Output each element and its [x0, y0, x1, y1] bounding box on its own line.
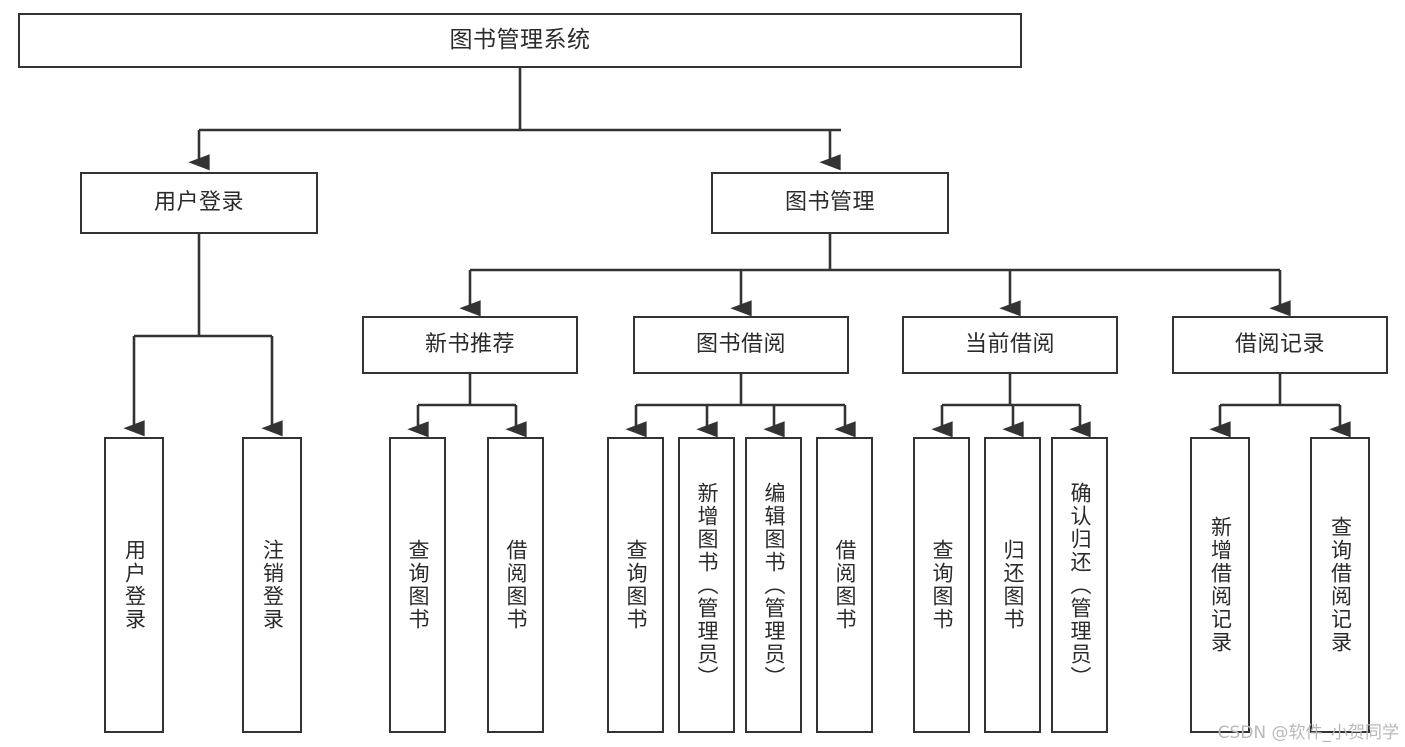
node-leaf-logout-login-label: 注销登录: [260, 539, 285, 631]
node-leaf-query-borrow-record-label: 查询借阅记录: [1328, 516, 1353, 654]
csdn-watermark: CSDN @软件_小贺同学: [1217, 723, 1399, 743]
node-leaf-return-book[interactable]: 归还图书: [984, 437, 1041, 733]
node-user-login[interactable]: 用户登录: [80, 172, 318, 234]
node-leaf-borrow-book-label: 借阅图书: [833, 539, 857, 631]
node-leaf-query-book-current[interactable]: 查询图书: [913, 437, 970, 733]
node-leaf-query-borrow-record[interactable]: 查询借阅记录: [1310, 437, 1370, 733]
node-leaf-borrow-book-recommend[interactable]: 借阅图书: [487, 437, 544, 733]
node-leaf-user-login[interactable]: 用户登录: [104, 437, 164, 733]
node-new-book-recommend[interactable]: 新书推荐: [362, 316, 578, 374]
node-leaf-edit-book-admin[interactable]: 编辑图书（管理员）: [745, 437, 802, 733]
node-leaf-user-login-label: 用户登录: [122, 539, 147, 631]
node-leaf-confirm-return-admin-label: 确认归还（管理员）: [1068, 481, 1092, 689]
node-book-borrow-label: 图书借阅: [695, 332, 786, 358]
node-leaf-query-book-borrow-label: 查询图书: [624, 539, 648, 631]
node-leaf-add-borrow-record[interactable]: 新增借阅记录: [1190, 437, 1250, 733]
node-new-book-recommend-label: 新书推荐: [424, 332, 515, 358]
node-leaf-query-book-borrow[interactable]: 查询图书: [607, 437, 664, 733]
node-leaf-add-book-admin-label: 新增图书（管理员）: [695, 481, 719, 689]
node-current-borrow-label: 当前借阅: [964, 332, 1055, 358]
node-book-borrow[interactable]: 图书借阅: [633, 316, 849, 374]
node-leaf-query-book-recommend[interactable]: 查询图书: [389, 437, 446, 733]
node-current-borrow[interactable]: 当前借阅: [902, 316, 1118, 374]
node-borrow-record-label: 借阅记录: [1234, 332, 1325, 358]
node-leaf-borrow-book[interactable]: 借阅图书: [816, 437, 873, 733]
node-leaf-logout-login[interactable]: 注销登录: [242, 437, 302, 733]
node-leaf-add-borrow-record-label: 新增借阅记录: [1208, 516, 1233, 654]
node-book-management-label: 图书管理: [784, 190, 875, 216]
node-user-login-label: 用户登录: [153, 190, 244, 216]
node-root-label: 图书管理系统: [449, 27, 591, 54]
node-leaf-query-book-recommend-label: 查询图书: [406, 539, 430, 631]
node-leaf-edit-book-admin-label: 编辑图书（管理员）: [762, 481, 786, 689]
node-book-management[interactable]: 图书管理: [711, 172, 949, 234]
node-root[interactable]: 图书管理系统: [18, 13, 1022, 68]
node-borrow-record[interactable]: 借阅记录: [1172, 316, 1388, 374]
node-leaf-borrow-book-recommend-label: 借阅图书: [504, 539, 528, 631]
node-leaf-confirm-return-admin[interactable]: 确认归还（管理员）: [1051, 437, 1108, 733]
node-leaf-query-book-current-label: 查询图书: [930, 539, 954, 631]
node-leaf-add-book-admin[interactable]: 新增图书（管理员）: [678, 437, 735, 733]
node-leaf-return-book-label: 归还图书: [1001, 539, 1025, 631]
